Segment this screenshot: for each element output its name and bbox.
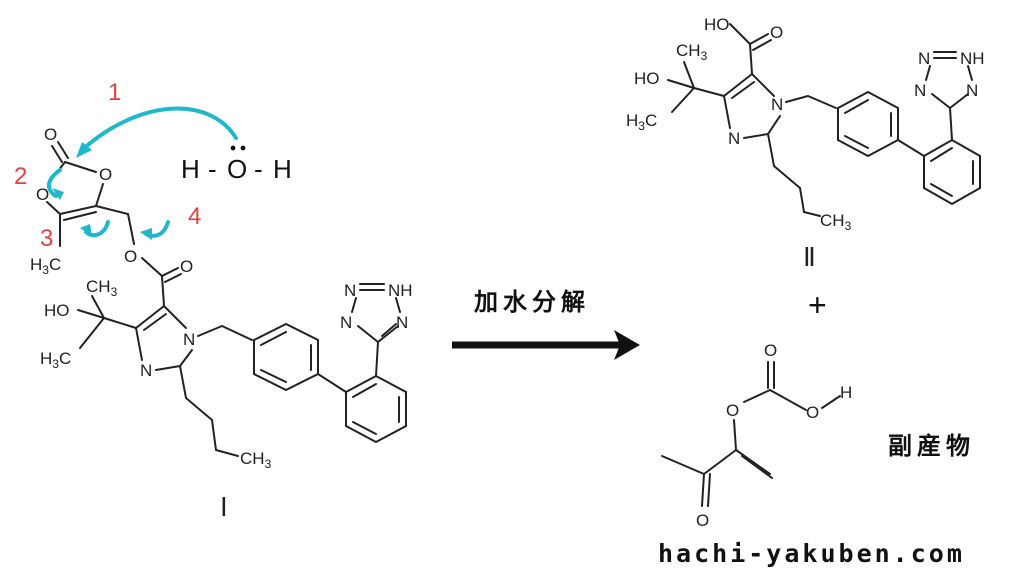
reaction-arrowhead xyxy=(614,330,640,360)
atom-tetrazole-n-II-1: N xyxy=(914,81,926,100)
water-o: O xyxy=(227,154,247,184)
step-number-4: 4 xyxy=(188,203,201,230)
step-number-2: 2 xyxy=(14,163,27,190)
atom-tetrazole-n-I-1: N xyxy=(340,313,352,332)
atom-tetrazole-n-I-3: N xyxy=(344,281,356,300)
atom-byproduct-ketone-o: O xyxy=(696,511,709,530)
plus-sign: + xyxy=(808,287,827,323)
atom-byproduct-carbonyl-o: O xyxy=(764,341,777,360)
benzene-ring-a-I xyxy=(253,322,319,392)
atom-imidazole-n1: N xyxy=(183,330,195,349)
compound-I: O O O H3C O O xyxy=(30,125,413,522)
compound-I-label: Ⅰ xyxy=(220,493,228,522)
compound-II: HO O N N CH3 CH3 HO H3C xyxy=(626,15,985,272)
atom-II-isopropyl-ch3-bottom: H3C xyxy=(626,111,657,133)
atom-ester-carbonyl-o: O xyxy=(180,257,193,276)
water-h-right: H xyxy=(273,154,292,184)
atom-byproduct-ester-o: O xyxy=(726,401,739,420)
atom-tetrazole-nh-I: NH xyxy=(388,281,413,300)
imidazole-ring-I: N N CH3 xyxy=(135,305,272,471)
atom-tetrazole-n-II-3: N xyxy=(918,49,930,68)
step-number-1: 1 xyxy=(108,79,121,106)
atom-propyl-ch3: CH3 xyxy=(240,449,272,471)
atom-II-propyl-ch3: CH3 xyxy=(820,211,852,233)
water-molecule: H - O - H xyxy=(181,145,292,184)
atom-imidazole-II-n1: N xyxy=(771,95,783,114)
curved-arrow-1 xyxy=(80,106,238,152)
atom-acid-o: O xyxy=(770,23,783,42)
water-h-left: H xyxy=(181,154,200,184)
atom-isopropyl-ch3-top: CH3 xyxy=(86,277,118,299)
dioxolone-ring: O O O H3C xyxy=(30,125,135,277)
atom-ring-o-2: O xyxy=(36,185,49,204)
benzene-ring-b-II xyxy=(923,138,981,206)
atom-ester-o: O xyxy=(124,247,137,266)
benzene-ring-b-I xyxy=(345,374,407,444)
atom-carbonyl-o: O xyxy=(44,125,57,144)
mechanism-arrows xyxy=(47,106,238,240)
atom-byproduct-h: H xyxy=(840,383,852,402)
atom-isopropyl-ch3-bottom: H3C xyxy=(40,349,71,371)
atom-tetrazole-nh-II: NH xyxy=(960,49,985,68)
compound-II-label: Ⅱ xyxy=(803,243,816,272)
water-dash-right: - xyxy=(254,154,263,184)
atom-byproduct-acid-o: O xyxy=(806,403,819,422)
water-dash-left: - xyxy=(208,154,217,184)
atom-ring-o-1: O xyxy=(99,165,112,184)
reaction-condition: 加水分解 xyxy=(474,288,590,316)
benzene-ring-a-II xyxy=(837,90,899,158)
atom-acid-oh: HO xyxy=(704,15,730,34)
atom-isopropyl-oh: HO xyxy=(44,301,70,320)
lone-pair-dot xyxy=(240,145,246,151)
curved-arrow-3 xyxy=(84,220,110,238)
atom-tetrazole-n-II-2: N xyxy=(966,81,978,100)
byproduct-molecule: O O H O O xyxy=(661,341,852,530)
tetrazole-ring-I: N N N NH xyxy=(340,281,413,343)
lone-pair-dot xyxy=(230,145,236,151)
atom-imidazole-n3: N xyxy=(140,361,152,380)
site-watermark: hachi-yakuben.com xyxy=(658,539,965,568)
byproduct-label: 副産物 xyxy=(888,432,975,460)
atom-tetrazole-n-I-2: N xyxy=(396,313,408,332)
atom-II-isopropyl-ch3-top: CH3 xyxy=(676,41,708,63)
atom-imidazole-II-n3: N xyxy=(728,129,740,148)
step-number-3: 3 xyxy=(40,225,53,252)
tetrazole-ring-II: N N N NH xyxy=(914,49,985,109)
atom-II-isopropyl-oh: HO xyxy=(634,69,660,88)
atom-ring-methyl: H3C xyxy=(30,255,61,277)
curved-arrow-2 xyxy=(47,168,62,198)
